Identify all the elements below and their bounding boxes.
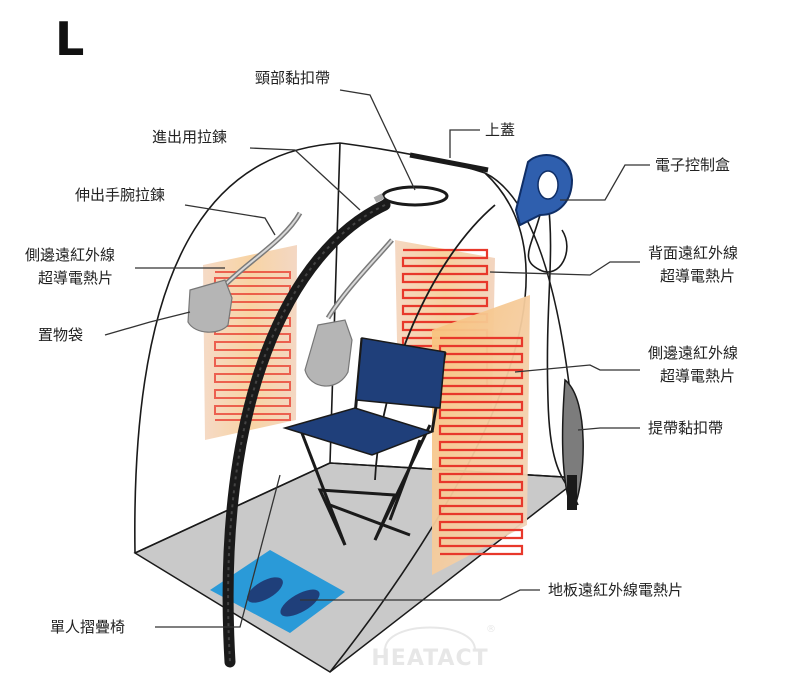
wrist-zipper-left: [187, 211, 303, 333]
carry-strap-bag: [561, 378, 584, 510]
label-entry-zipper: 進出用拉鍊: [152, 128, 227, 146]
brand-watermark: HEATACT ®: [371, 624, 496, 671]
brand-name: HEATACT: [371, 646, 488, 671]
neck-strap: [373, 185, 449, 207]
label-folding-chair: 單人摺疊椅: [50, 618, 125, 636]
label-back-heater-1: 背面遠紅外線: [648, 244, 738, 262]
entry-zipper-arc: [222, 199, 391, 668]
label-wrist-zipper: 伸出手腕拉鍊: [75, 186, 165, 204]
label-back-heater-2: 超導電熱片: [660, 267, 735, 285]
label-side-heater-right-1: 側邊遠紅外線: [648, 344, 738, 362]
leader-lines: [104, 89, 650, 628]
folding-chair: [282, 337, 447, 546]
label-control-box: 電子控制盒: [655, 156, 730, 174]
label-side-heater-left-1: 側邊遠紅外線: [25, 246, 115, 264]
label-top-cover: 上蓋: [485, 121, 515, 139]
brand-registered-mark: ®: [486, 624, 496, 635]
size-label: L: [55, 12, 84, 66]
side-heater-right: [432, 295, 530, 575]
label-side-heater-left-2: 超導電熱片: [38, 269, 113, 287]
label-neck-strap: 頸部黏扣帶: [255, 69, 330, 87]
label-carry-strap: 提帶黏扣帶: [648, 419, 723, 437]
footprints-icon: [247, 577, 320, 617]
label-side-heater-right-2: 超導電熱片: [660, 367, 735, 385]
label-floor-heater: 地板遠紅外線電熱片: [548, 581, 683, 599]
wrist-zipper-right: [304, 238, 394, 387]
control-box: [514, 154, 579, 506]
label-storage-bag: 置物袋: [38, 326, 83, 344]
top-cover: [409, 152, 489, 173]
